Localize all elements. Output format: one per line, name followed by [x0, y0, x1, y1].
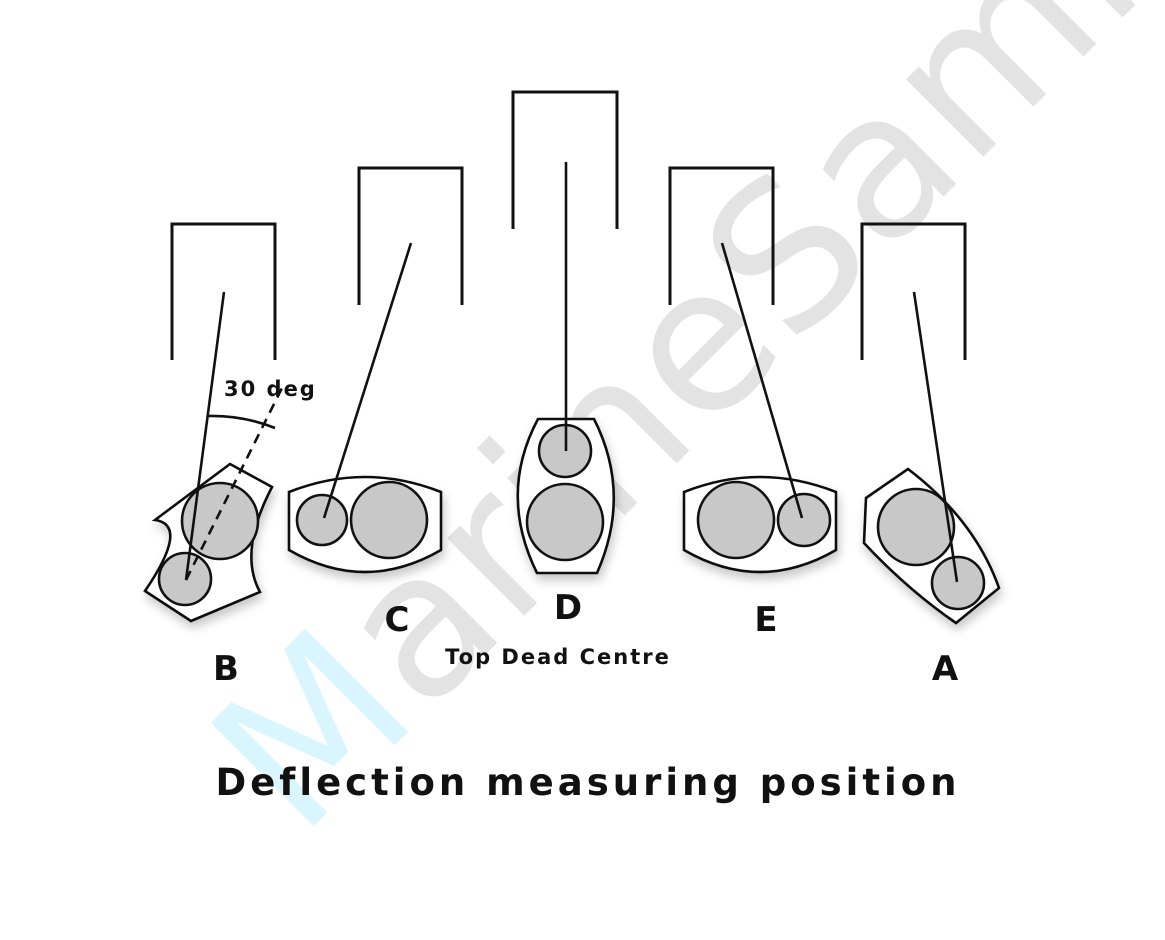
- crank-journal-e: [696, 480, 776, 560]
- svg-text:MarineSamraj: MarineSamraj: [169, 0, 1165, 874]
- diagram-title: Deflection measuring position: [216, 761, 961, 804]
- bracket-c: [357, 166, 464, 305]
- bracket-b: [170, 222, 277, 360]
- bracket-a: [860, 222, 967, 360]
- crank-journal-a: [876, 487, 956, 567]
- angle-arc: [206, 414, 276, 430]
- crankpin-c: [295, 493, 349, 547]
- connecting-rod-b: [184, 291, 226, 581]
- watermark: MarineSamraj: [169, 0, 1165, 874]
- position-label-d: D: [554, 588, 582, 628]
- crank-journal-b: [180, 481, 260, 561]
- angle-label: 30 deg: [224, 377, 317, 401]
- position-label-b: B: [213, 649, 239, 689]
- position-label-c: C: [385, 600, 410, 640]
- connecting-rod-c: [322, 242, 413, 519]
- position-d: [511, 90, 619, 575]
- tdc-label: Top Dead Centre: [445, 645, 671, 669]
- crank-journal-c: [349, 480, 429, 560]
- crank-journal-d: [525, 482, 605, 562]
- bracket-e: [668, 166, 775, 305]
- dashed-reference-line-b: [184, 383, 286, 581]
- bracket-d: [511, 90, 619, 229]
- crankpin-e: [776, 492, 832, 548]
- position-label-e: E: [754, 600, 777, 640]
- position-b: 30 deg: [143, 222, 317, 623]
- connecting-rod-e: [720, 242, 804, 519]
- crankpin-a: [930, 555, 986, 611]
- position-e: [668, 166, 838, 574]
- position-a: [860, 222, 1001, 625]
- connecting-rod-a: [912, 291, 959, 583]
- position-c: [287, 166, 464, 574]
- watermark-main: arineSamr: [293, 0, 1165, 751]
- position-label-a: A: [932, 649, 959, 689]
